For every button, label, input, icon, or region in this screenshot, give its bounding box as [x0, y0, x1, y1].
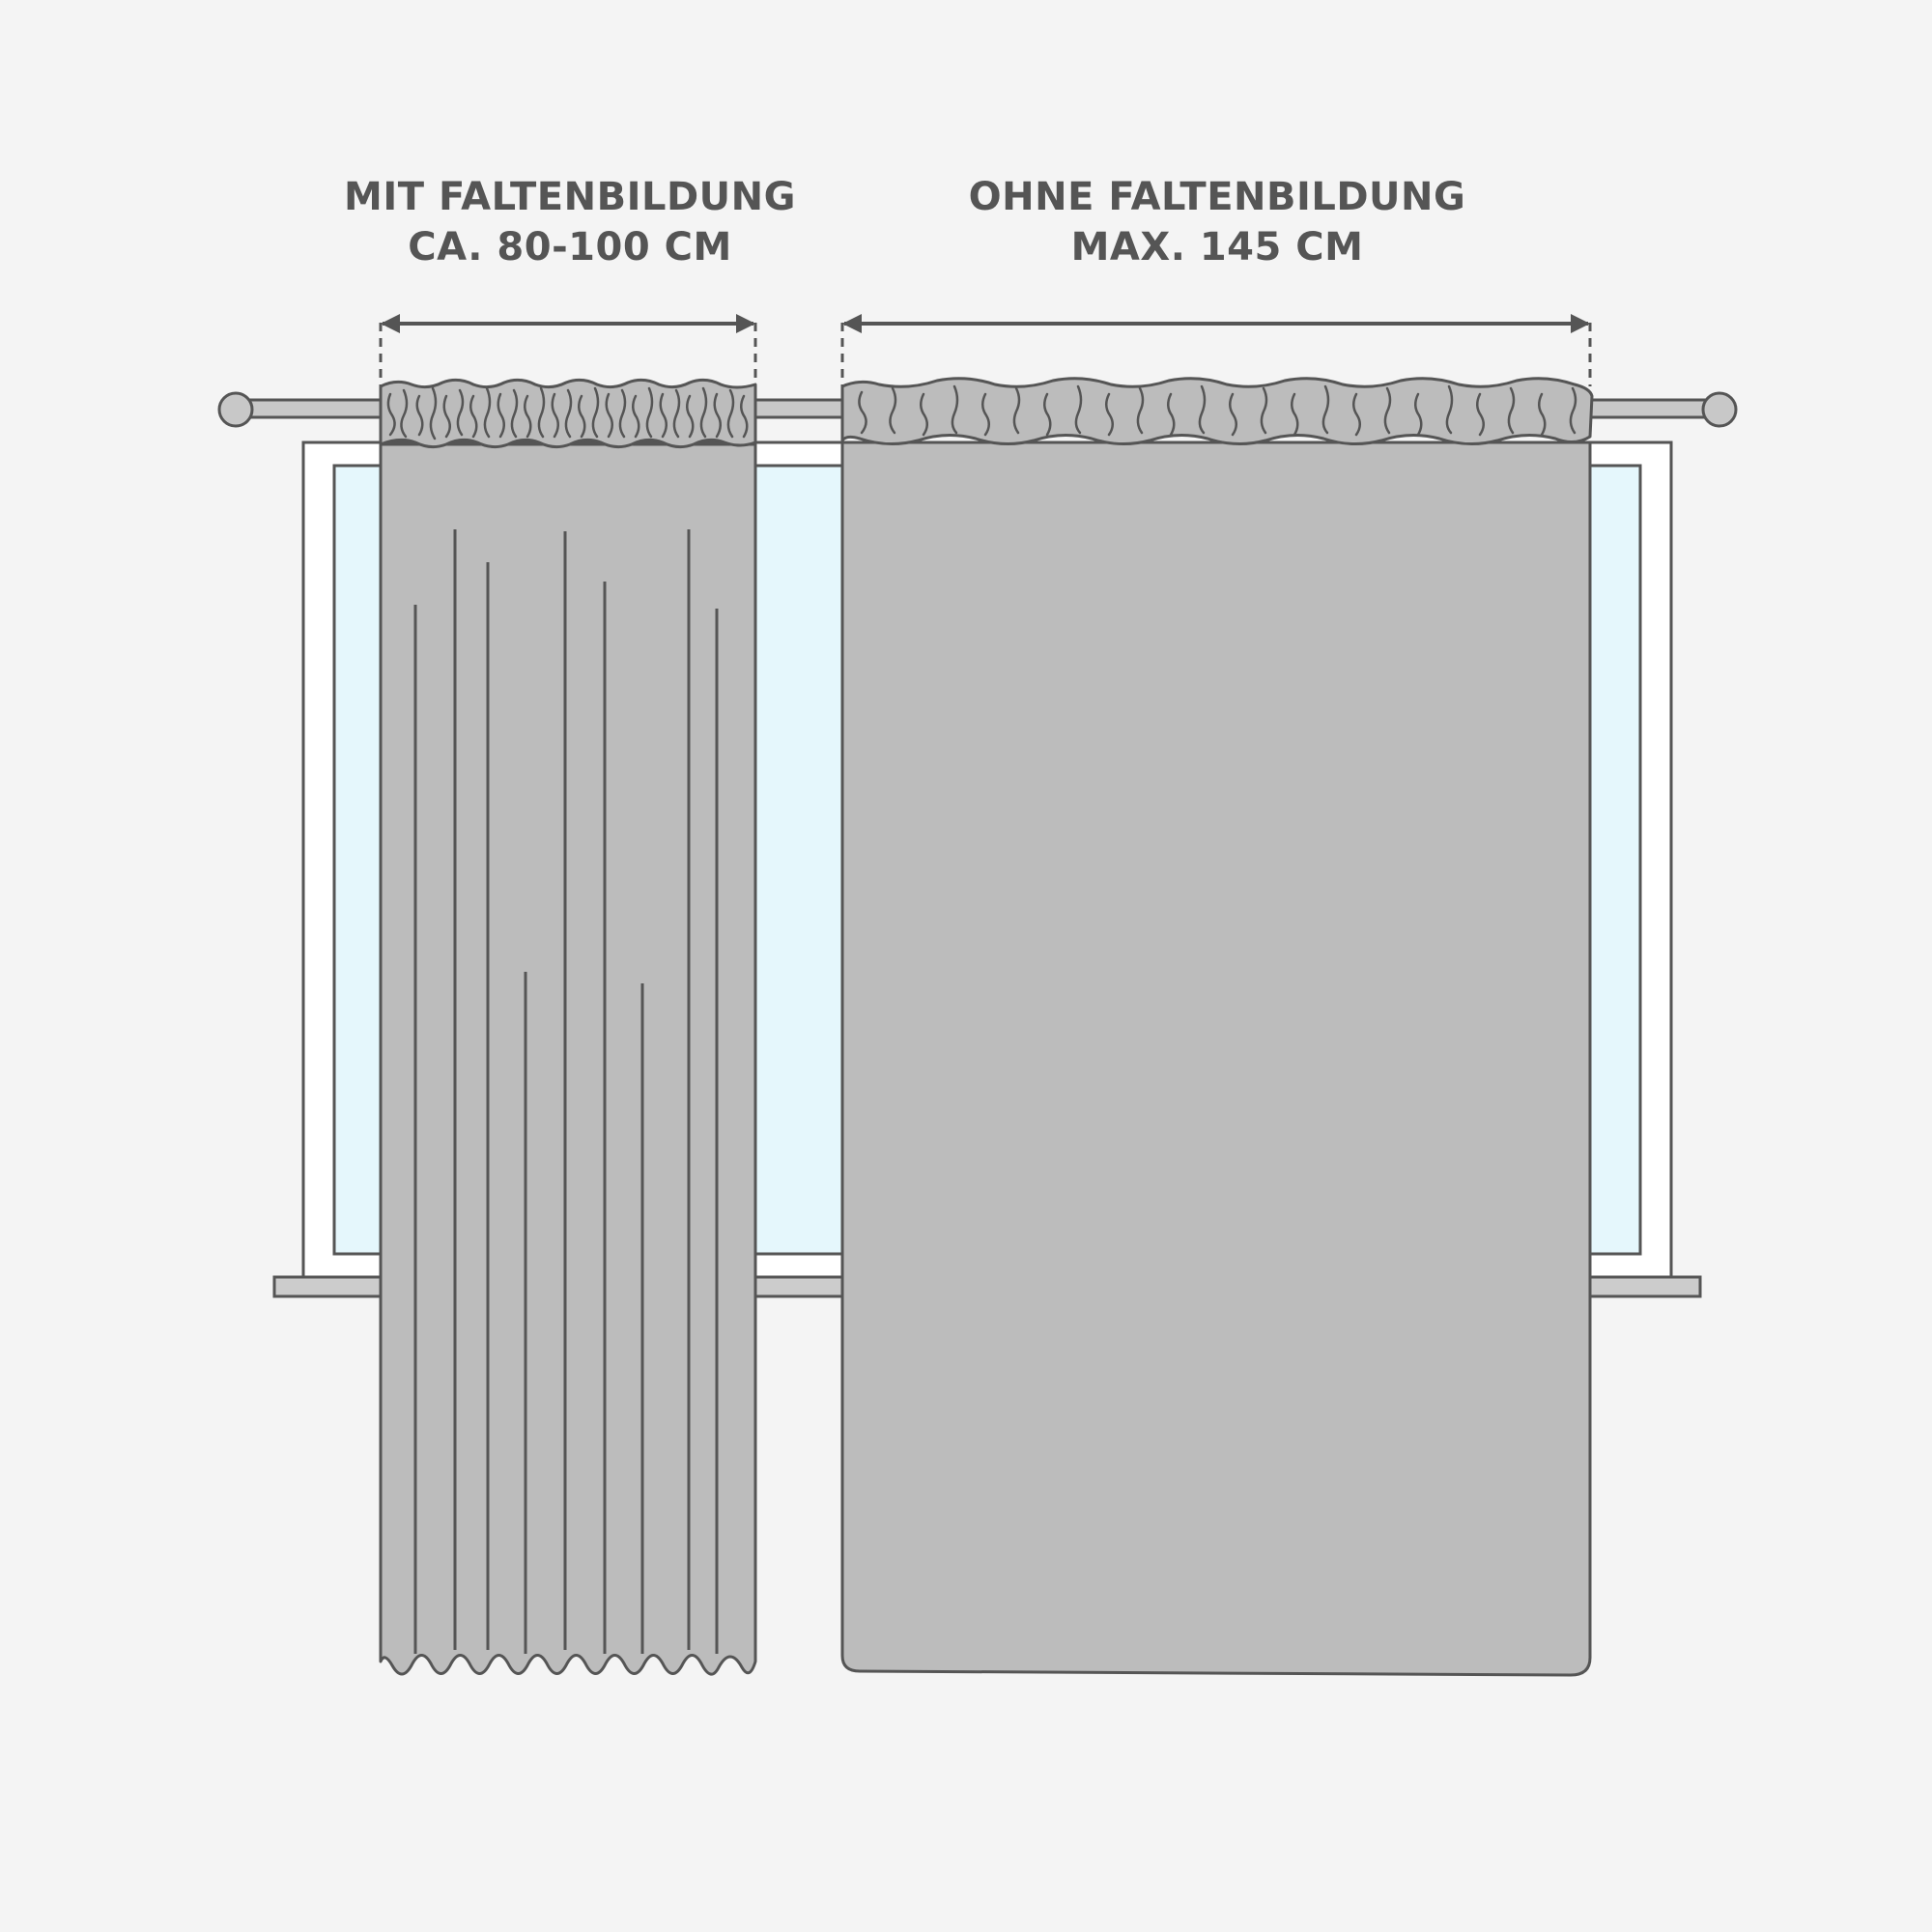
label-with-pleats-title: MIT FALTENBILDUNG — [344, 175, 796, 219]
label-without-pleats-title: OHNE FALTENBILDUNG — [968, 175, 1466, 219]
label-without-pleats: OHNE FALTENBILDUNG MAX. 145 CM — [927, 172, 1507, 272]
label-with-pleats: MIT FALTENBILDUNG CA. 80-100 CM — [319, 172, 821, 272]
curtain-flat-header — [840, 377, 1594, 445]
label-with-pleats-width: CA. 80-100 CM — [408, 225, 732, 270]
rod-finial-right-icon — [1701, 391, 1738, 428]
curtain-gathered — [379, 378, 757, 1676]
dimension-right — [840, 314, 1592, 386]
curtain-flat-body — [840, 440, 1592, 1677]
curtain-gathered-body — [379, 442, 757, 1676]
curtain-pleat-lines — [413, 529, 719, 1654]
label-without-pleats-width: MAX. 145 CM — [1070, 225, 1364, 270]
curtain-flat-header-wrinkles — [858, 384, 1577, 437]
curtain-flat — [840, 377, 1594, 1677]
dimension-left — [379, 314, 757, 386]
curtain-gathered-header-wrinkles — [386, 386, 749, 440]
rod-finial-left-icon — [217, 391, 254, 428]
